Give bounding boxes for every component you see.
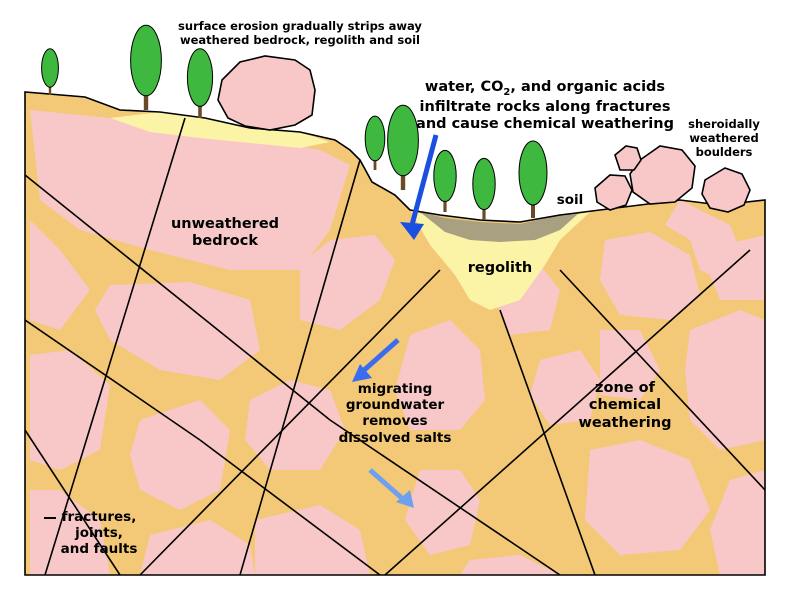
unweathered-bedrock-label: unweathered bedrock bbox=[170, 216, 280, 250]
boulders bbox=[217, 55, 751, 213]
fracture-line bbox=[25, 174, 331, 421]
outflow-arrow bbox=[368, 468, 406, 502]
fracture-line bbox=[329, 419, 561, 575]
tree-icon bbox=[472, 157, 496, 220]
fracture-line bbox=[239, 159, 361, 575]
ground bbox=[24, 91, 766, 576]
boulder-top bbox=[217, 55, 316, 131]
regolith-label: regolith bbox=[467, 260, 533, 276]
fractures-label: fractures, joints, and faults bbox=[60, 509, 138, 558]
groundwater-arrow bbox=[360, 338, 400, 374]
trees bbox=[41, 24, 548, 220]
soil-label: soil bbox=[556, 192, 584, 208]
fracture-line bbox=[384, 249, 751, 575]
tree-icon bbox=[41, 48, 59, 95]
groundwater-label: migrating groundwater removes dissolved … bbox=[338, 381, 452, 446]
tree-icon bbox=[387, 104, 419, 190]
groundwater-arrowhead bbox=[352, 364, 372, 382]
tree-icon bbox=[130, 24, 162, 110]
boulder bbox=[614, 145, 642, 171]
fracture-line bbox=[199, 439, 381, 575]
fracture-line bbox=[559, 269, 765, 491]
surface-regolith-left bbox=[110, 112, 330, 148]
fracture-line bbox=[499, 309, 596, 575]
boulder bbox=[594, 174, 633, 211]
fracture-line bbox=[139, 269, 441, 575]
infiltration-arrowhead bbox=[400, 222, 424, 240]
soil-layer bbox=[420, 212, 580, 242]
tree-icon bbox=[186, 48, 214, 118]
fracture-line bbox=[44, 117, 186, 575]
fractures bbox=[25, 117, 765, 575]
outflow-arrowhead bbox=[396, 490, 414, 508]
chemical-weathering-zone-label: zone of chemical weathering bbox=[578, 380, 672, 431]
arrows bbox=[352, 134, 439, 508]
ground-outline bbox=[24, 91, 766, 576]
spheroidal-boulders-label: sheroidally weathered boulders bbox=[688, 117, 760, 159]
surface-erosion-label: surface erosion gradually strips away we… bbox=[178, 19, 422, 47]
tree-icon bbox=[518, 140, 548, 218]
fracture-line bbox=[25, 429, 121, 575]
tree-icon bbox=[433, 149, 457, 212]
infiltration-arrow bbox=[409, 134, 439, 226]
fracture-line bbox=[25, 319, 201, 441]
boulder bbox=[629, 145, 696, 205]
infiltration-label: water, CO2, and organic acids infiltrate… bbox=[416, 79, 674, 133]
bedrock-blocks bbox=[30, 110, 765, 575]
boulder bbox=[701, 167, 751, 213]
tree-icon bbox=[364, 115, 386, 170]
